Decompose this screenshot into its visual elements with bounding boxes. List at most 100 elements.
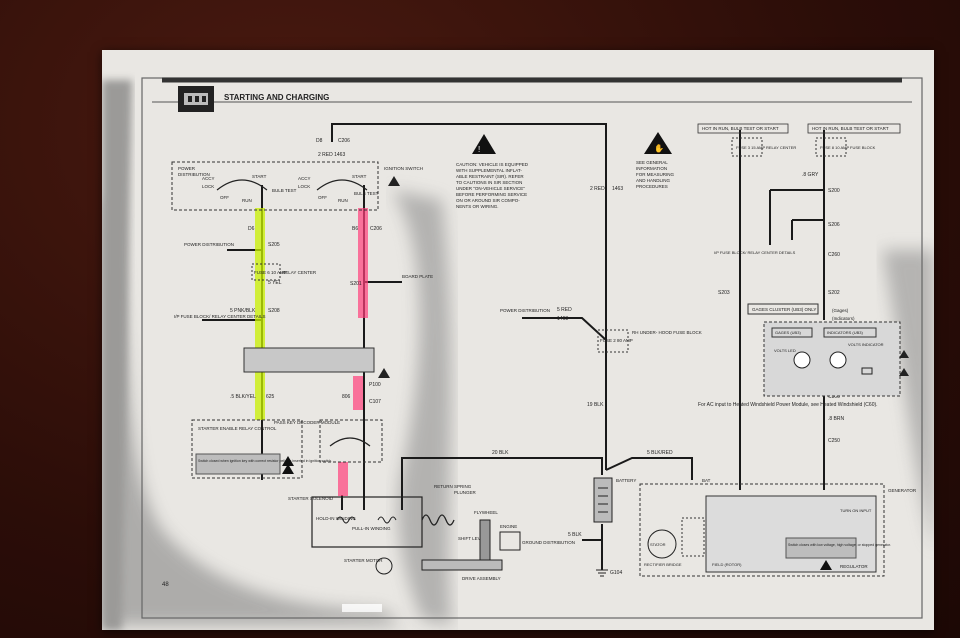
tape-mark: [342, 604, 382, 612]
svg-text:FUSE 3 15 AMP: FUSE 3 15 AMP: [736, 145, 765, 150]
svg-text:POWER DISTRIBUTION: POWER DISTRIBUTION: [184, 242, 234, 247]
svg-text:POWER: POWER: [178, 166, 196, 171]
svg-text:GAGES CLUSTER (UB3) ONLY: GAGES CLUSTER (UB3) ONLY: [752, 307, 816, 312]
ip-fuse-label-right: I/P FUSE BLOCK/ RELAY CENTER DETAILS: [714, 250, 796, 255]
svg-text:OFF: OFF: [318, 195, 327, 200]
pass-key-decoder-module: STARTER ENABLE RELAY CONTROL PASS KEY DE…: [191, 419, 340, 479]
connector-c206: C206: [338, 138, 350, 144]
wire-label: .8 BRN: [828, 416, 845, 422]
connector-c260: C260: [828, 252, 840, 258]
splice-label: S202: [828, 290, 840, 296]
svg-text:FUSE 8 10 AMP: FUSE 8 10 AMP: [820, 145, 849, 150]
svg-text:RECTIFIER BRIDGE: RECTIFIER BRIDGE: [644, 562, 682, 567]
neutral-start-switch: [319, 419, 383, 463]
svg-text:I/P FUSE BLOCK/ RELAY CENTER D: I/P FUSE BLOCK/ RELAY CENTER DETAILS: [174, 314, 265, 319]
ground-symbol: [596, 569, 608, 577]
svg-text:ACCY: ACCY: [202, 176, 215, 181]
caution-line: CAUTION: VEHICLE IS EQUIPPED: [456, 162, 529, 167]
svg-text:PULL-IN WINDING: PULL-IN WINDING: [352, 526, 391, 531]
splice-label: S206: [828, 222, 840, 228]
svg-text:BULB TEST: BULB TEST: [272, 188, 297, 193]
generator: GENERATOR BAT STATOR RECTIFIER BRIDGE FI…: [639, 478, 917, 577]
svg-text:START: START: [252, 174, 267, 179]
svg-text:RUN: RUN: [338, 198, 348, 203]
caution-line: TO CAUTIONS IN SIR SECTION: [456, 180, 522, 185]
svg-text:✋: ✋: [654, 143, 664, 153]
splice-label: S208: [268, 308, 280, 314]
svg-text:STATOR: STATOR: [650, 542, 666, 547]
svg-text:PASS KEY DECODER MODULE: PASS KEY DECODER MODULE: [274, 420, 340, 425]
svg-text:(Indicators): (Indicators): [832, 316, 855, 321]
esd-icon: [899, 350, 909, 358]
engine-label: ENGINE: [500, 524, 517, 529]
wire-label: 1463: [557, 316, 568, 322]
page-title: STARTING AND CHARGING: [224, 93, 329, 102]
starter-solenoid: STARTER SOLENOID HOLD-IN WINDING PULL-IN…: [288, 484, 498, 548]
svg-text:Switch closes with low voltage: Switch closes with low voltage, high vol…: [788, 543, 891, 547]
wire-label: .5 BLK/YEL: [230, 394, 256, 400]
splice-label: S200: [828, 188, 840, 194]
svg-text:VOLTS INDICATOR: VOLTS INDICATOR: [848, 342, 884, 347]
caution-line: WITH SUPPLEMENTAL INFLAT-: [456, 168, 522, 173]
caution-line: ON OR AROUND SIR COMPO-: [456, 198, 520, 203]
svg-text:ACCY: ACCY: [298, 176, 311, 181]
svg-text:HOT IN RUN, BULB TEST OR START: HOT IN RUN, BULB TEST OR START: [702, 126, 779, 131]
starter-relay-bar: [243, 347, 375, 373]
svg-text:RETURN SPRING: RETURN SPRING: [434, 484, 472, 489]
svg-text:STARTER ENABLE RELAY CONTROL: STARTER ENABLE RELAY CONTROL: [198, 426, 277, 431]
svg-text:POWER DISTRIBUTION: POWER DISTRIBUTION: [500, 308, 550, 313]
esd-icon: [282, 464, 294, 474]
svg-text:START: START: [352, 174, 367, 179]
fuse-8: FUSE 8 10 AMP FUSE BLOCK: [815, 137, 876, 157]
header: STARTING AND CHARGING: [178, 86, 329, 112]
svg-text:SHIFT LEVER: SHIFT LEVER: [458, 536, 488, 541]
svg-text:PLUNGER: PLUNGER: [454, 490, 477, 495]
wire-label: 5 BLK: [568, 532, 582, 538]
connector-d6: D6: [248, 226, 255, 232]
wire-label: 2 RED 1463: [318, 152, 345, 158]
page-number: 48: [162, 582, 169, 588]
esd-warning-icon: [644, 132, 672, 154]
caution-line: BEFORE PERFORMING SERVICE: [456, 192, 527, 197]
esd-icon: [899, 368, 909, 376]
hot-labels: HOT IN RUN, BULB TEST OR START HOT IN RU…: [697, 123, 901, 134]
svg-text:LOCK: LOCK: [202, 184, 214, 189]
svg-text:OFF: OFF: [220, 195, 229, 200]
svg-text:DRIVE ASSEMBLY: DRIVE ASSEMBLY: [462, 576, 501, 581]
caution-line: UNDER "ON-VEHICLE SERVICE": [456, 186, 525, 191]
connector-d8: D8: [316, 138, 323, 144]
splice-label: S203: [718, 290, 730, 296]
wire-label: 625: [266, 394, 275, 400]
connector-c300: C300: [828, 394, 840, 400]
ground-distribution-label: GROUND DISTRIBUTION: [522, 540, 575, 545]
volts-indicator-icon: [829, 351, 847, 369]
wire-label: .8 GRY: [802, 172, 819, 178]
connector-c206-mid: C206: [370, 226, 382, 232]
svg-text:BATTERY: BATTERY: [616, 478, 636, 483]
flywheel-gear: [479, 519, 491, 561]
yellow-highlight-trace: [255, 208, 265, 420]
esd_note-line: AND HANDLING: [636, 178, 671, 183]
svg-text:LOCK: LOCK: [298, 184, 310, 189]
ac-note-1: For AC input to Heated Windshield Power …: [698, 402, 878, 408]
wire-label: 19 BLK: [587, 402, 604, 408]
ignition-switch: POWER DISTRIBUTION IGNITION SWITCH ACCY …: [171, 161, 423, 211]
esd_note-line: FOR MEASURING: [636, 172, 675, 177]
svg-text:VOLTS LED: VOLTS LED: [774, 348, 796, 353]
left-labels: POWER DISTRIBUTION I/P FUSE BLOCK/ RELAY…: [174, 242, 702, 353]
esd_note-line: SEE GENERAL: [636, 160, 668, 165]
esd-icon: [820, 560, 832, 570]
svg-text:RELAY CENTER: RELAY CENTER: [282, 270, 317, 275]
svg-text:FLYWHEEL: FLYWHEEL: [474, 510, 498, 515]
engine-block: [499, 531, 521, 551]
photocopy-smudge: [102, 80, 934, 630]
svg-text:RUN: RUN: [242, 198, 252, 203]
underhood-fuse: [597, 329, 629, 353]
svg-text:STARTER MOTOR: STARTER MOTOR: [344, 558, 383, 563]
caution-icon: [472, 134, 496, 154]
svg-text:HOT IN RUN, BULB TEST OR START: HOT IN RUN, BULB TEST OR START: [812, 126, 889, 131]
svg-text:RELAY CENTER: RELAY CENTER: [766, 145, 796, 150]
svg-text:!: !: [478, 145, 480, 154]
